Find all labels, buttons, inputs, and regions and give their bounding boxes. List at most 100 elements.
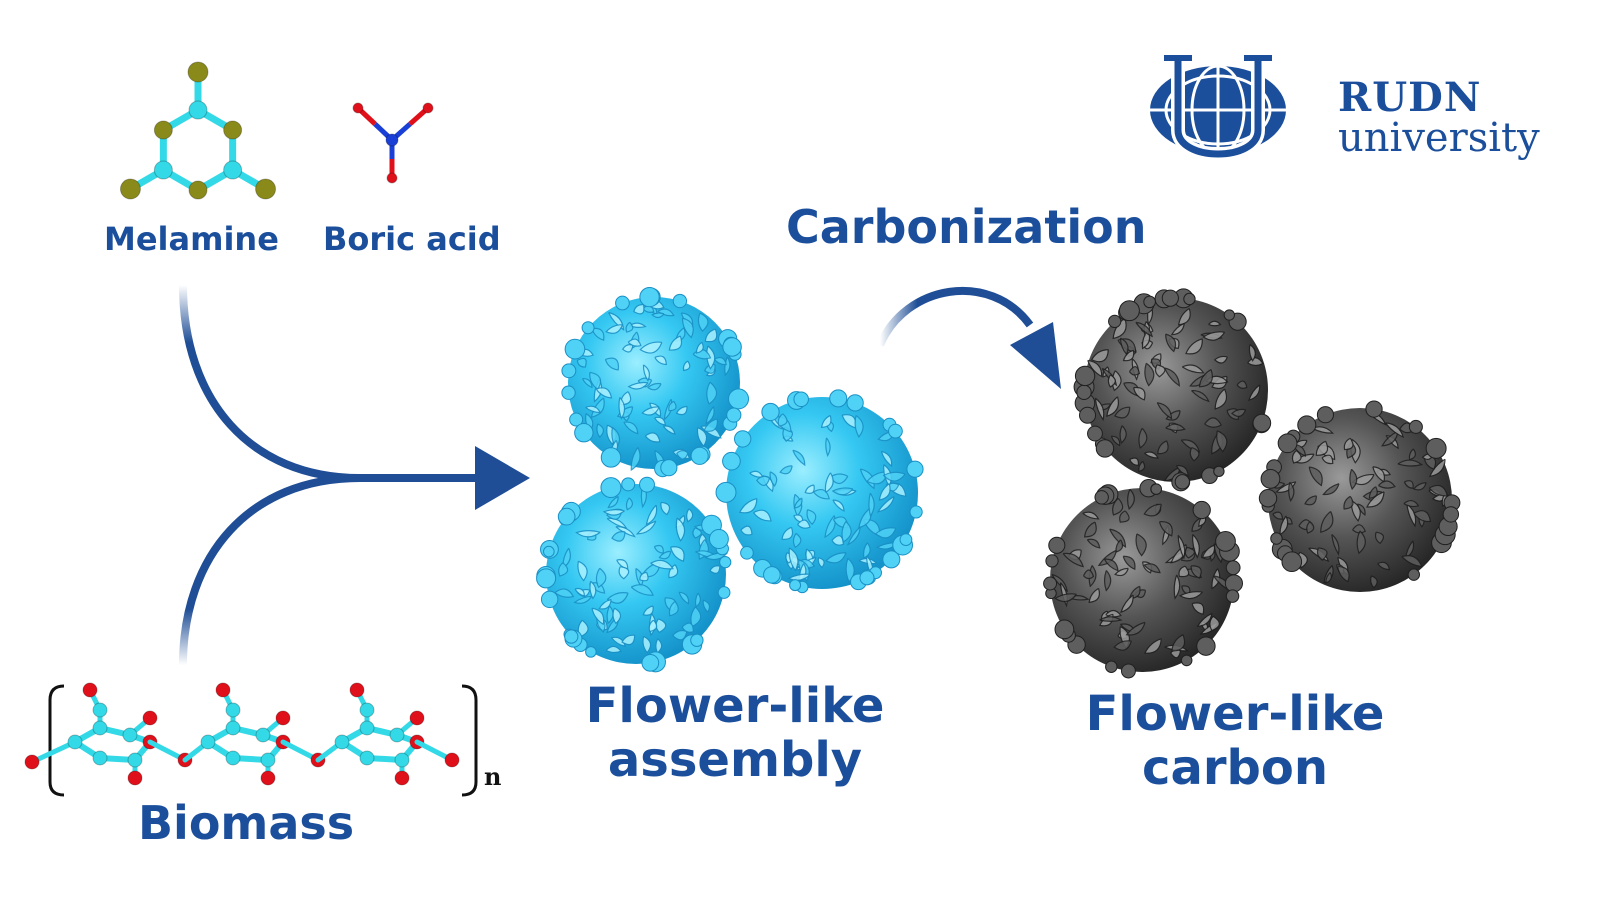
boric-acid-molecule bbox=[352, 102, 434, 184]
sphere-edge-petal bbox=[564, 629, 579, 644]
sphere-petal bbox=[611, 530, 626, 542]
sphere-petal bbox=[602, 509, 625, 516]
atom bbox=[122, 727, 138, 743]
rudn-logo-line2: university bbox=[1338, 115, 1540, 161]
sphere-petal bbox=[1129, 457, 1140, 466]
sphere-edge-petal bbox=[1161, 289, 1179, 307]
atom bbox=[409, 710, 425, 726]
sphere-edge-petal bbox=[1407, 568, 1420, 581]
carbonization-arc bbox=[876, 287, 1034, 347]
assembly-label-line1: Flower-like bbox=[585, 678, 885, 734]
sphere-petal bbox=[1138, 427, 1148, 449]
sphere-petal bbox=[595, 387, 613, 399]
sphere-edge-petal bbox=[882, 550, 901, 569]
sphere-petal bbox=[554, 588, 575, 598]
sphere-petal bbox=[1156, 402, 1173, 420]
sphere-petal bbox=[1272, 511, 1284, 520]
sphere-petal bbox=[1337, 565, 1350, 583]
sphere-petal bbox=[650, 559, 674, 570]
sphere-edge-petal bbox=[1252, 413, 1272, 433]
sphere-petal bbox=[882, 471, 906, 482]
sphere-petal bbox=[605, 645, 623, 654]
sphere-petal bbox=[1198, 369, 1214, 388]
sphere-petal bbox=[1325, 571, 1332, 584]
sphere-petal bbox=[1122, 555, 1136, 571]
sphere-petal bbox=[1144, 362, 1155, 387]
atom bbox=[200, 734, 216, 750]
sphere-petal bbox=[575, 530, 601, 538]
sphere-petal bbox=[825, 552, 847, 564]
atom bbox=[153, 160, 173, 180]
sphere-petal bbox=[862, 542, 871, 560]
sphere-body bbox=[1050, 488, 1234, 672]
sphere-edge-petal bbox=[726, 407, 742, 423]
atom bbox=[359, 750, 375, 766]
sphere-petal bbox=[1141, 330, 1151, 350]
sphere-edge-petal bbox=[540, 590, 559, 609]
sphere-petal bbox=[1306, 521, 1315, 534]
sphere-edge-petal bbox=[543, 545, 555, 558]
sphere-edge-petal bbox=[1094, 490, 1109, 505]
merge-arrow bbox=[179, 284, 530, 666]
sphere-edge-petal bbox=[909, 505, 923, 519]
sphere-petal bbox=[1316, 547, 1328, 561]
sphere-petal bbox=[625, 321, 634, 333]
sphere-edge-petal bbox=[1150, 483, 1163, 495]
sphere-petal bbox=[654, 355, 667, 366]
atom bbox=[92, 750, 108, 766]
sphere-petal bbox=[1165, 333, 1177, 353]
sphere-petal bbox=[777, 413, 788, 427]
sphere-petal bbox=[651, 312, 665, 319]
atom bbox=[359, 720, 375, 736]
atom bbox=[188, 180, 208, 200]
sphere-petal bbox=[1320, 510, 1334, 533]
sphere-petal bbox=[841, 520, 852, 543]
sphere-petal bbox=[641, 406, 660, 416]
sphere-edge-petal bbox=[615, 295, 630, 311]
atom bbox=[389, 727, 405, 743]
sphere-petal bbox=[1110, 435, 1121, 447]
sphere-petal bbox=[627, 381, 649, 390]
sphere-edge-petal bbox=[1297, 415, 1317, 435]
sphere-petal bbox=[1154, 364, 1166, 378]
sphere-petal bbox=[627, 338, 642, 347]
sphere-edge-petal bbox=[1225, 560, 1241, 576]
atom bbox=[225, 702, 241, 718]
sphere-petal bbox=[709, 565, 721, 574]
sphere-petal bbox=[704, 328, 718, 343]
sphere-petal bbox=[1114, 567, 1129, 577]
sphere-petal bbox=[668, 335, 683, 351]
sphere-petal bbox=[1170, 322, 1185, 336]
sphere-petal bbox=[820, 414, 832, 429]
sphere-petal bbox=[1113, 640, 1133, 651]
sphere-petal bbox=[633, 304, 645, 315]
sphere-edge-petal bbox=[793, 391, 809, 408]
atom bbox=[92, 720, 108, 736]
sphere-petal bbox=[1291, 450, 1302, 464]
sphere-petal bbox=[1173, 574, 1181, 600]
melamine-label: Melamine bbox=[104, 220, 279, 258]
atom bbox=[82, 682, 98, 698]
sphere-petal bbox=[1412, 482, 1427, 491]
sphere-edge-petal bbox=[690, 633, 704, 647]
assembly-label-line2: assembly bbox=[607, 731, 863, 788]
sphere-petal bbox=[1191, 534, 1200, 559]
sphere-petal bbox=[1349, 468, 1358, 491]
sphere-petal bbox=[662, 425, 676, 436]
boric-acid-label: Boric acid bbox=[323, 220, 501, 258]
atom bbox=[223, 160, 243, 180]
sphere-petal bbox=[846, 526, 861, 546]
sphere-edge-petal bbox=[1258, 489, 1278, 508]
sphere-petal bbox=[1177, 534, 1186, 560]
sphere-edge-petal bbox=[846, 394, 864, 412]
sphere-petal bbox=[706, 381, 718, 405]
atom bbox=[225, 750, 241, 766]
sphere-petal bbox=[681, 622, 695, 633]
sphere-petal bbox=[1143, 563, 1161, 574]
sphere-petal bbox=[1366, 491, 1385, 508]
sphere-petal bbox=[1401, 555, 1423, 568]
sphere-petal bbox=[769, 471, 778, 487]
sphere-edge-petal bbox=[1054, 619, 1075, 640]
sphere-edge-petal bbox=[1048, 536, 1066, 554]
sphere-petal bbox=[654, 416, 667, 426]
